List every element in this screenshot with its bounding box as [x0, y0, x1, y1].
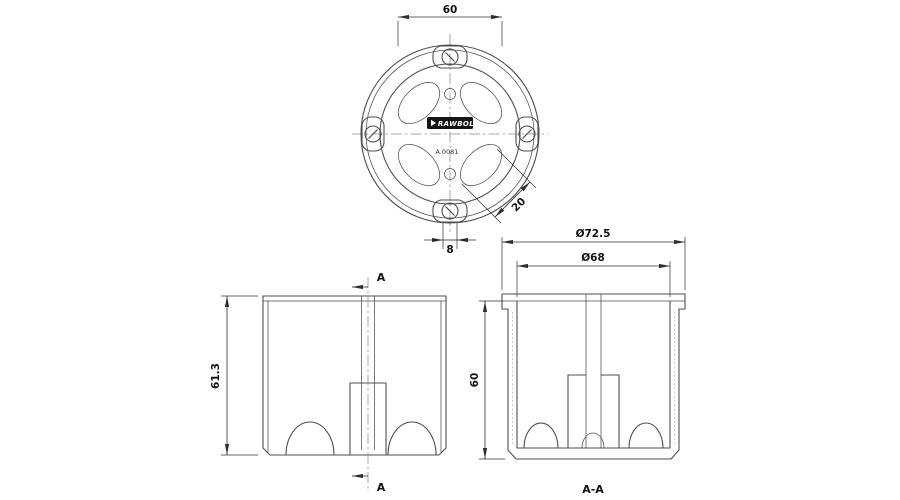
logo-mark-icon [431, 119, 436, 127]
front-view: A A 61.3 [210, 271, 447, 494]
center-boss-bottom [444, 168, 456, 180]
dimension-depth-60: 60 [469, 300, 505, 460]
dim-outer-diameter-label: Ø72.5 [576, 228, 611, 240]
section-title: A-A [582, 483, 604, 496]
part-number: A.0081 [436, 148, 459, 156]
inner-wall-circle [379, 63, 521, 205]
dim-inner-diameter-label: Ø68 [581, 252, 605, 264]
section-screw-boss [567, 293, 620, 449]
dim-slot-label: 8 [446, 244, 453, 256]
section-label-bottom: A [377, 481, 386, 494]
section-label-top: A [377, 271, 386, 284]
section-walls [507, 300, 680, 451]
section-cut-line: A A [352, 271, 386, 494]
center-boss-top [444, 88, 456, 100]
dimension-height-61-3: 61.3 [210, 295, 258, 456]
knockout-openings [398, 82, 502, 186]
dimension-knockout-20: 20 [461, 148, 537, 224]
dimension-slot-8: 8 [424, 223, 476, 256]
dim-height-label: 61.3 [210, 363, 222, 389]
dim-width-label: 60 [443, 4, 458, 16]
top-view: RAWBOL A.0081 60 8 20 [352, 4, 548, 256]
section-cable-arches [523, 422, 664, 449]
brand-label: RAWBOL [438, 120, 474, 128]
front-cable-arches [285, 421, 437, 456]
dimension-inner-diameter: Ø68 [516, 252, 671, 297]
brand-logo: RAWBOL [427, 117, 474, 129]
dim-depth-label: 60 [469, 373, 481, 388]
section-view: Ø72.5 Ø68 60 A-A [469, 228, 686, 496]
outer-rim-circle [360, 44, 540, 224]
dimension-width-60: 60 [397, 4, 503, 46]
section-bottom [507, 447, 680, 460]
dimension-outer-diameter: Ø72.5 [501, 228, 686, 290]
rim-inner-edge-circle [365, 49, 535, 219]
front-body-outline [262, 295, 447, 456]
